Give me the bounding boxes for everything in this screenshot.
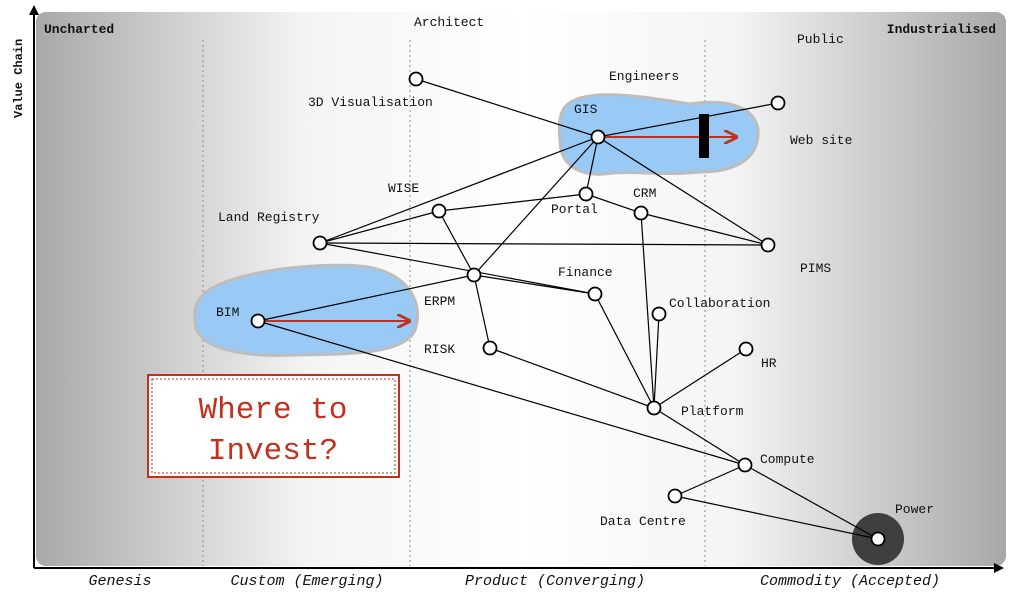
node-landregistry[interactable] (312, 235, 328, 251)
node-label-pims: PIMS (800, 261, 831, 276)
link-risk-platform (489, 347, 655, 409)
link-datacentre-power (674, 495, 879, 540)
node-label-risk: RISK (424, 342, 455, 357)
callout-inner-border (151, 378, 396, 474)
map-background (36, 12, 1006, 566)
link-landregistry-wise (319, 210, 440, 244)
node-label-engineers: Engineers (609, 69, 679, 84)
x-axis-arrowhead (994, 563, 1004, 573)
link-gis-erpm (473, 136, 599, 276)
node-pims[interactable] (760, 237, 776, 253)
link-gis-landregistry (319, 136, 599, 244)
y-axis-label: Value Chain (12, 39, 26, 118)
node-collaboration[interactable] (651, 306, 667, 322)
link-portal-crm (585, 193, 642, 214)
link-collaboration-platform (653, 313, 660, 409)
node-compute[interactable] (737, 457, 753, 473)
node-label-finance: Finance (558, 265, 613, 280)
node-label-bim: BIM (216, 305, 239, 320)
link-public-gis (597, 102, 779, 138)
label-layer: Architect 3D Visualisation Engineers Pub… (216, 15, 934, 529)
node-architect[interactable] (408, 71, 424, 87)
node-label-datacentre: Data Centre (600, 514, 686, 529)
node-portal[interactable] (578, 186, 594, 202)
stage-label-commodity: Commodity (Accepted) (760, 573, 940, 590)
callout-line-2: Invest? (208, 434, 338, 469)
y-axis-arrowhead (29, 5, 39, 15)
link-compute-power (744, 464, 879, 540)
node-label-power: Power (895, 502, 934, 517)
link-gis-portal (585, 136, 599, 195)
link-wise-erpm (438, 210, 475, 276)
node-public[interactable] (770, 95, 786, 111)
gis-inertia-bar (699, 114, 709, 158)
link-crm-platform (640, 212, 655, 409)
node-label-gis: GIS (574, 102, 598, 117)
link-platform-compute (653, 407, 746, 466)
stage-label-product: Product (Converging) (465, 573, 645, 590)
node-label-website: Web site (790, 133, 852, 148)
node-datacentre[interactable] (667, 488, 683, 504)
node-layer (250, 71, 886, 547)
node-label-visualisation: 3D Visualisation (308, 95, 433, 110)
where-to-invest-callout (147, 374, 400, 478)
stage-label-genesis: Genesis (88, 573, 151, 590)
stage-label-custom: Custom (Emerging) (230, 573, 383, 590)
node-label-architect: Architect (414, 15, 484, 30)
node-bim[interactable] (250, 313, 266, 329)
link-wise-portal (438, 193, 587, 212)
corner-label-uncharted: Uncharted (44, 22, 114, 37)
link-crm-pims (640, 212, 769, 246)
link-erpm-bim (257, 274, 475, 322)
node-erpm[interactable] (466, 267, 482, 283)
node-label-public: Public (797, 32, 844, 47)
link-erpm-finance (473, 274, 596, 295)
node-label-portal: Portal (551, 202, 598, 217)
node-finance[interactable] (587, 286, 603, 302)
link-finance-platform (594, 293, 655, 409)
node-label-crm: CRM (633, 186, 656, 201)
link-hr-platform (653, 348, 747, 409)
corner-label-industrialised: Industrialised (887, 22, 996, 37)
node-label-platform: Platform (681, 404, 744, 419)
node-risk[interactable] (482, 340, 498, 356)
node-power[interactable] (870, 531, 886, 547)
node-crm[interactable] (633, 205, 649, 221)
link-compute-datacentre (674, 464, 746, 497)
link-landregistry-finance (319, 242, 596, 295)
callout-line-1: Where to (199, 393, 348, 428)
link-landregistry-pims (319, 242, 769, 246)
link-bim-compute (257, 320, 746, 466)
link-architect-gis (415, 78, 599, 138)
node-label-landregistry: Land Registry (218, 210, 320, 225)
node-label-collaboration: Collaboration (669, 296, 770, 311)
node-label-erpm: ERPM (424, 294, 455, 309)
node-gis[interactable] (590, 129, 606, 145)
node-platform[interactable] (646, 400, 662, 416)
node-label-hr: HR (761, 356, 777, 371)
link-erpm-risk (473, 274, 491, 349)
node-label-wise: WISE (388, 181, 419, 196)
node-hr[interactable] (738, 341, 754, 357)
link-gis-pims (597, 136, 769, 246)
node-wise[interactable] (431, 203, 447, 219)
link-layer (257, 78, 879, 540)
node-label-compute: Compute (760, 452, 815, 467)
